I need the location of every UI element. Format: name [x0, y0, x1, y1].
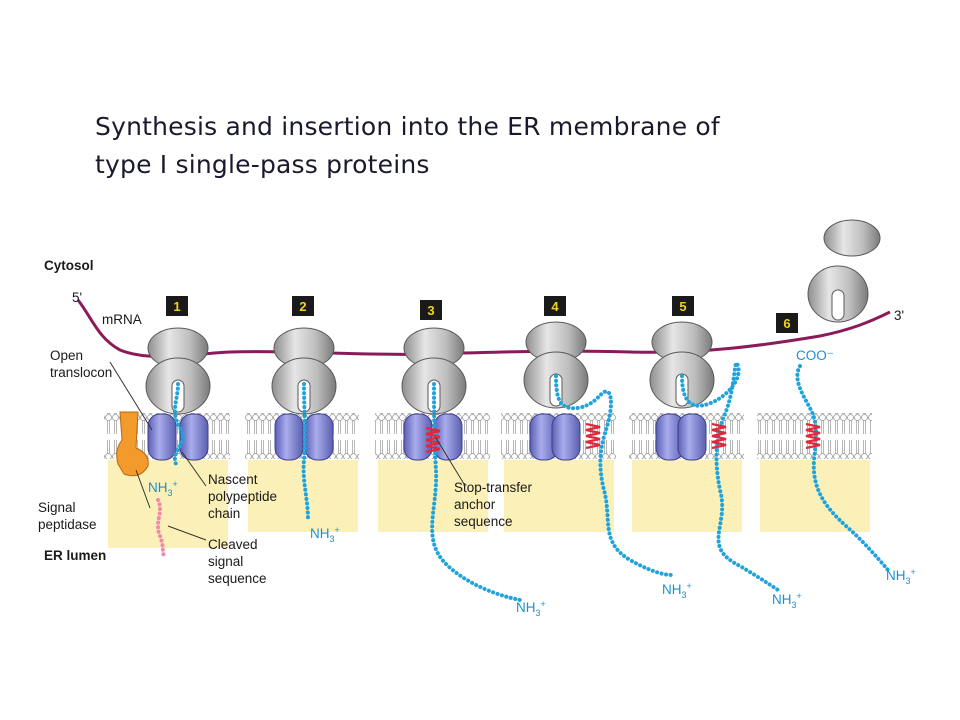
- cleaved-signal-sequence: [156, 498, 166, 558]
- translocon-4: [529, 413, 581, 461]
- ribosome-4: [523, 321, 589, 409]
- slide-title: Synthesis and insertion into the ER memb…: [95, 108, 875, 184]
- svg-text:NH3+: NH3+: [516, 599, 546, 618]
- ribosomes: [145, 219, 881, 415]
- step-badge-3: 3: [420, 300, 442, 320]
- label-er-lumen: ER lumen: [44, 548, 106, 563]
- chain-3: [430, 382, 522, 602]
- chain-6: [795, 364, 890, 572]
- label-anchor: anchor: [454, 497, 496, 512]
- translocon-2: [274, 413, 334, 461]
- label-signal: Signal: [38, 500, 76, 515]
- step-badge-1: 1: [166, 296, 188, 316]
- chain-5a: [680, 361, 780, 592]
- er-membrane: [104, 413, 872, 459]
- chain-4a: [554, 374, 674, 577]
- svg-text:1: 1: [173, 299, 180, 314]
- svg-text:NH3+: NH3+: [310, 525, 340, 544]
- nh3-labels: NH3+ NH3+ NH3+ NH3+ NH3+ NH3+: [148, 479, 916, 618]
- label-signal-2: signal: [208, 554, 243, 569]
- label-coo: COO⁻: [796, 348, 834, 363]
- label-mrna: mRNA: [102, 312, 142, 327]
- label-chain: chain: [208, 506, 240, 521]
- chain-1: [172, 382, 185, 466]
- chain-2: [301, 382, 310, 520]
- label-leader-lines: [109, 361, 465, 541]
- label-cytosol: Cytosol: [44, 258, 94, 273]
- step-badge-2: 2: [292, 296, 314, 316]
- svg-text:NH3+: NH3+: [148, 479, 178, 498]
- stop-transfer-anchors: [425, 422, 821, 454]
- label-translocon: translocon: [50, 365, 112, 380]
- svg-text:NH3+: NH3+: [662, 581, 692, 600]
- label-open: Open: [50, 348, 83, 363]
- translocons: [147, 413, 707, 461]
- polypeptide-chains: [172, 361, 890, 602]
- svg-text:5: 5: [679, 299, 686, 314]
- step-badges: 1 2 3 4 5 6: [166, 296, 798, 333]
- step-badge-5: 5: [672, 296, 694, 316]
- label-nascent: Nascent: [208, 472, 258, 487]
- label-sequence: sequence: [208, 571, 267, 586]
- step-badge-4: 4: [544, 296, 566, 316]
- diagram-labels: Cytosol 5' 3' mRNA Open translocon Signa…: [38, 258, 916, 618]
- ribosome-5: [649, 321, 715, 409]
- step-badge-6: 6: [776, 313, 798, 333]
- title-line-2: type I single-pass proteins: [95, 150, 430, 179]
- svg-text:6: 6: [783, 316, 790, 331]
- label-5-prime: 5': [72, 290, 82, 305]
- label-3-prime: 3': [894, 308, 904, 323]
- svg-text:NH3+: NH3+: [772, 591, 802, 610]
- translocon-3: [403, 413, 463, 461]
- ribosome-released: [807, 219, 881, 323]
- label-sequence-2: sequence: [454, 514, 513, 529]
- svg-text:NH3+: NH3+: [886, 567, 916, 586]
- ribosome-1: [145, 327, 211, 415]
- svg-text:4: 4: [551, 299, 559, 314]
- svg-text:3: 3: [427, 303, 434, 318]
- label-peptidase: peptidase: [38, 517, 97, 532]
- label-polypeptide: polypeptide: [208, 489, 277, 504]
- title-line-1: Synthesis and insertion into the ER memb…: [95, 112, 720, 141]
- label-stop-transfer: Stop-transfer: [454, 480, 533, 495]
- translocon-1: [147, 413, 209, 461]
- translocon-5: [655, 413, 707, 461]
- svg-text:2: 2: [299, 299, 306, 314]
- label-cleaved: Cleaved: [208, 537, 258, 552]
